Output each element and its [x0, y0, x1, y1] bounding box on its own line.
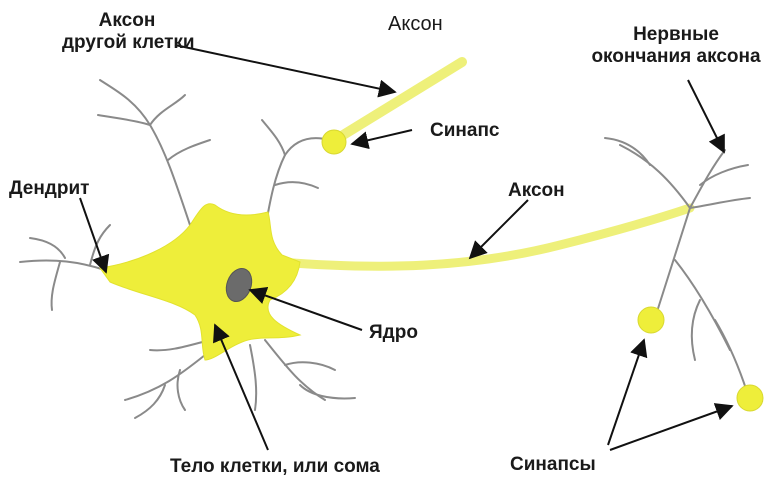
label-other-cell-axon: Аксон другой клетки	[62, 10, 192, 54]
arrow-axon	[470, 200, 528, 258]
arrow-synapses-2	[610, 406, 732, 450]
label-nucleus: Ядро	[369, 322, 418, 344]
label-axon-top: Аксон	[388, 13, 443, 36]
label-axon-mid: Аксон	[508, 180, 565, 202]
label-nerve-endings-line1: Нервные	[578, 24, 774, 46]
axon-terminals	[605, 138, 750, 395]
label-dendrite: Дендрит	[9, 178, 89, 200]
label-soma: Тело клетки, или сома	[170, 456, 380, 478]
synapse-terminal-2	[737, 385, 763, 411]
arrow-synapses-1	[608, 340, 644, 445]
label-nerve-endings: Нервные окончания аксона	[578, 24, 774, 68]
arrow-soma	[215, 325, 268, 450]
arrow-synapse	[352, 130, 412, 144]
label-other-cell-axon-line1: Аксон	[62, 10, 192, 32]
arrow-nerve-endings	[688, 80, 724, 152]
label-synapses: Синапсы	[510, 454, 596, 476]
label-other-cell-axon-line2: другой клетки	[62, 32, 192, 54]
synapse-terminal-1	[638, 307, 664, 333]
synapse-top	[322, 130, 346, 154]
label-synapse: Синапс	[430, 120, 500, 142]
cell-body	[100, 204, 300, 360]
main-axon	[280, 208, 690, 266]
arrow-other-axon	[175, 45, 395, 92]
label-nerve-endings-line2: окончания аксона	[578, 46, 774, 68]
